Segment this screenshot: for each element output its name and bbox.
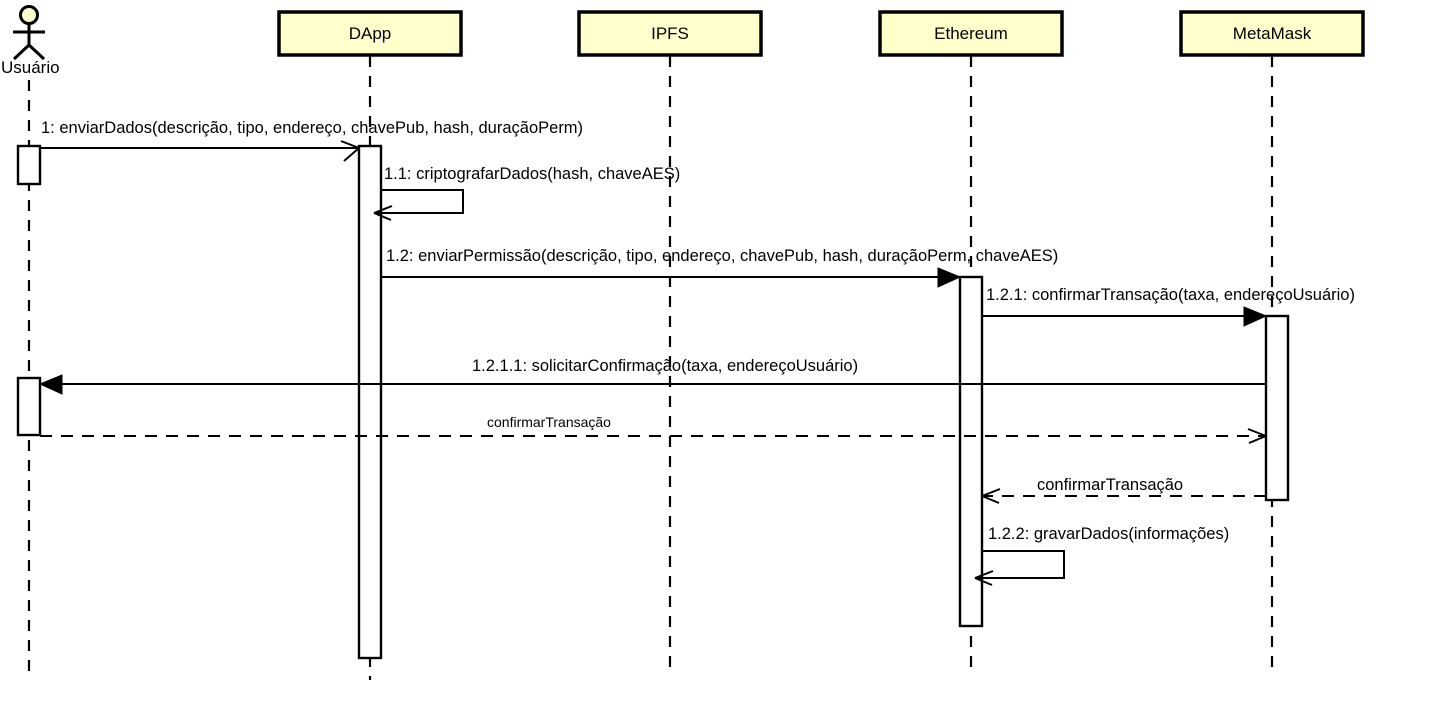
- activation-usuario-1: [16, 144, 42, 186]
- message-1[interactable]: 1: enviarDados(descrição, tipo, endereço…: [40, 119, 583, 162]
- participant-label-ethereum: Ethereum: [934, 24, 1008, 43]
- arrowhead-filled-icon: [937, 267, 962, 288]
- message-1-2-2-label: 1.2.2: gravarDados(informações): [988, 525, 1229, 543]
- message-return-confirmartransacao-1[interactable]: confirmarTransação: [40, 414, 1267, 444]
- message-1-2-1[interactable]: 1.2.1: confirmarTransação(taxa, endereço…: [982, 286, 1355, 327]
- message-return-confirmartransacao-2[interactable]: confirmarTransação: [981, 476, 1266, 504]
- message-1-2-2[interactable]: 1.2.2: gravarDados(informações): [974, 525, 1229, 586]
- message-1-2-1-1-label: 1.2.1.1: solicitarConfirmação(taxa, ende…: [472, 357, 858, 375]
- activation-usuario-2: [16, 376, 42, 437]
- message-1-1[interactable]: 1.1: criptografarDados(hash, chaveAES): [373, 165, 680, 221]
- message-1-2-label: 1.2: enviarPermissão(descrição, tipo, en…: [386, 247, 1058, 265]
- participant-label-ipfs: IPFS: [651, 24, 689, 43]
- arrowhead-open-icon: [981, 488, 1001, 504]
- activation-ethereum-1: [958, 275, 984, 628]
- message-1-1-label: 1.1: criptografarDados(hash, chaveAES): [384, 165, 680, 183]
- participant-ethereum[interactable]: Ethereum: [878, 10, 1064, 57]
- actor-usuario[interactable]: Usuário: [1, 5, 60, 78]
- message-1-2-1-1[interactable]: 1.2.1.1: solicitarConfirmação(taxa, ende…: [38, 357, 1266, 395]
- message-1-2-1-label: 1.2.1: confirmarTransação(taxa, endereço…: [986, 286, 1355, 304]
- participant-label-metamask: MetaMask: [1233, 24, 1312, 43]
- participant-ipfs[interactable]: IPFS: [577, 10, 763, 57]
- arrowhead-filled-icon: [1243, 306, 1268, 327]
- arrowhead-open-icon: [974, 570, 994, 586]
- actor-label: Usuário: [1, 58, 60, 77]
- participant-label-dapp: DApp: [349, 24, 392, 43]
- arrowhead-open-icon: [340, 140, 360, 162]
- arrowhead-open-icon: [1247, 428, 1267, 444]
- arrowhead-open-icon: [373, 205, 393, 221]
- activation-dapp-1: [357, 144, 383, 660]
- participant-dapp[interactable]: DApp: [277, 10, 463, 57]
- arrowhead-filled-icon: [38, 374, 63, 395]
- participant-metamask[interactable]: MetaMask: [1179, 10, 1365, 57]
- message-return-2-label: confirmarTransação: [1037, 476, 1183, 494]
- activation-metamask-1: [1264, 314, 1290, 502]
- message-return-1-label: confirmarTransação: [487, 414, 611, 430]
- message-1-2[interactable]: 1.2: enviarPermissão(descrição, tipo, en…: [381, 247, 1058, 288]
- stick-figure-actor-icon: [12, 5, 46, 61]
- message-1-label: 1: enviarDados(descrição, tipo, endereço…: [41, 119, 583, 137]
